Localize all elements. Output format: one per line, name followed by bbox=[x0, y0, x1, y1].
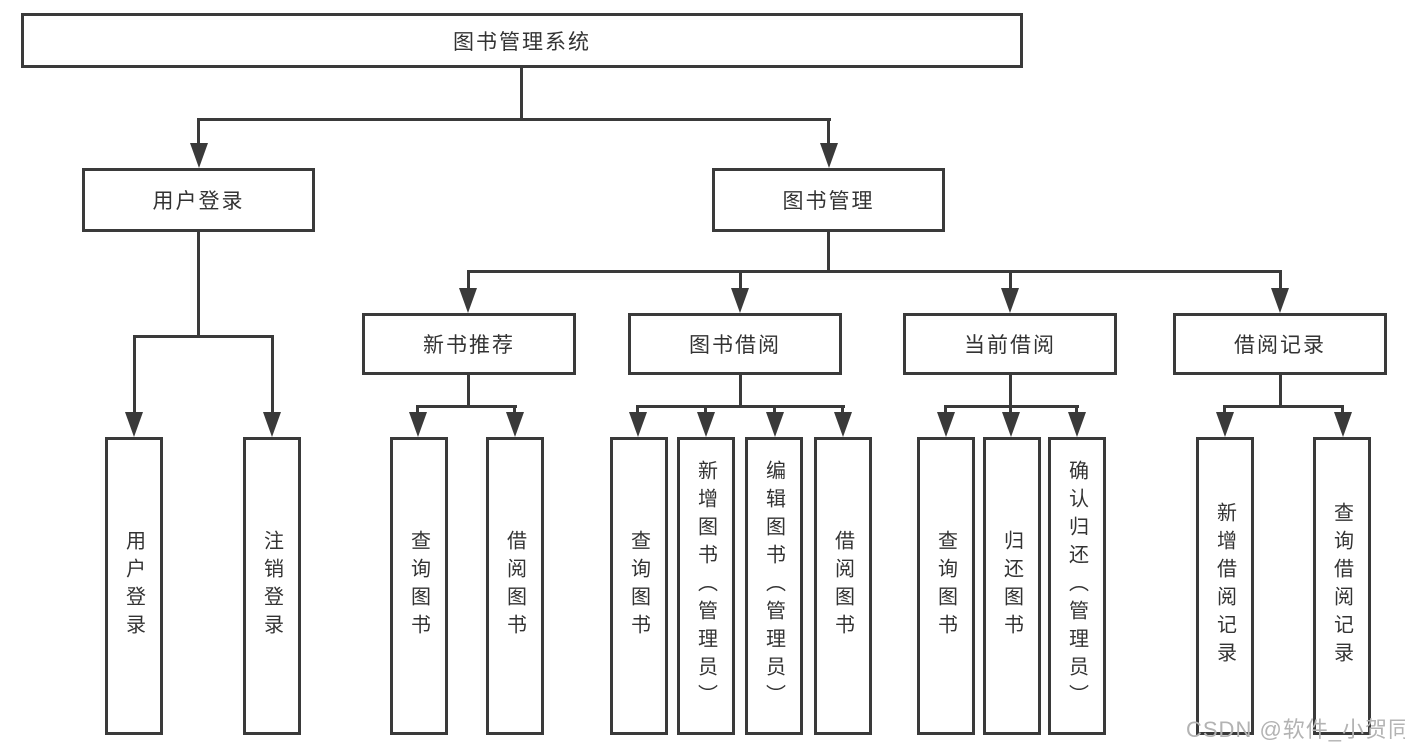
leaf-query-borrow-record: 查询借阅记录 bbox=[1313, 437, 1371, 735]
arrow-down-icon bbox=[263, 412, 281, 437]
arrow-down-icon bbox=[834, 412, 852, 437]
connector-line bbox=[1075, 405, 1078, 415]
connector-line bbox=[467, 270, 1282, 273]
arrow-down-icon bbox=[506, 412, 524, 437]
arrow-down-icon bbox=[190, 143, 208, 168]
connector-line bbox=[827, 118, 830, 150]
node-current-borrowing: 当前借阅 bbox=[903, 313, 1117, 375]
connector-line bbox=[945, 405, 1079, 408]
leaf-edit-book-admin: 编辑图书（管理员） bbox=[745, 437, 803, 735]
leaf-add-borrow-record: 新增借阅记录 bbox=[1196, 437, 1254, 735]
arrow-down-icon bbox=[937, 412, 955, 437]
arrow-down-icon bbox=[1216, 412, 1234, 437]
arrow-down-icon bbox=[125, 412, 143, 437]
connector-line bbox=[1009, 405, 1012, 415]
leaf-query-books-current: 查询图书 bbox=[917, 437, 975, 735]
leaf-borrow-books-borrowing: 借阅图书 bbox=[814, 437, 872, 735]
arrow-down-icon bbox=[731, 288, 749, 313]
node-borrowing-records: 借阅记录 bbox=[1173, 313, 1387, 375]
connector-line bbox=[520, 68, 523, 121]
node-user-login: 用户登录 bbox=[82, 168, 315, 232]
arrow-down-icon bbox=[1271, 288, 1289, 313]
arrow-down-icon bbox=[1334, 412, 1352, 437]
connector-line bbox=[1279, 375, 1282, 408]
connector-line bbox=[197, 232, 200, 338]
connector-line bbox=[1009, 270, 1012, 292]
arrow-down-icon bbox=[1002, 412, 1020, 437]
connector-line bbox=[827, 232, 830, 273]
watermark: CSDN @软件_小贺同学 bbox=[1186, 717, 1405, 742]
arrow-down-icon bbox=[766, 412, 784, 437]
node-new-book-recommend: 新书推荐 bbox=[362, 313, 576, 375]
connector-line bbox=[1009, 375, 1012, 408]
connector-line bbox=[467, 270, 470, 292]
leaf-borrow-books-recommend: 借阅图书 bbox=[486, 437, 544, 735]
connector-line bbox=[739, 270, 742, 292]
arrow-down-icon bbox=[459, 288, 477, 313]
arrow-down-icon bbox=[629, 412, 647, 437]
connector-line bbox=[467, 375, 470, 408]
arrow-down-icon bbox=[1068, 412, 1086, 437]
arrow-down-icon bbox=[820, 143, 838, 168]
leaf-user-login: 用户登录 bbox=[105, 437, 163, 735]
leaf-confirm-return-admin: 确认归还（管理员） bbox=[1048, 437, 1106, 735]
arrow-down-icon bbox=[1001, 288, 1019, 313]
arrow-down-icon bbox=[697, 412, 715, 437]
connector-line bbox=[133, 335, 136, 415]
connector-line bbox=[197, 118, 200, 150]
connector-line bbox=[704, 405, 707, 415]
connector-line bbox=[271, 335, 274, 415]
connector-line bbox=[739, 375, 742, 408]
connector-line bbox=[133, 335, 274, 338]
connector-line bbox=[773, 405, 776, 415]
connector-line bbox=[513, 405, 516, 415]
node-book-management: 图书管理 bbox=[712, 168, 945, 232]
connector-line bbox=[637, 405, 845, 408]
arrow-down-icon bbox=[409, 412, 427, 437]
leaf-query-books-recommend: 查询图书 bbox=[390, 437, 448, 735]
connector-line bbox=[1224, 405, 1344, 408]
connector-line bbox=[197, 118, 831, 121]
connector-line bbox=[841, 405, 844, 415]
leaf-return-books: 归还图书 bbox=[983, 437, 1041, 735]
node-book-borrowing: 图书借阅 bbox=[628, 313, 842, 375]
connector-line bbox=[417, 405, 517, 408]
connector-line bbox=[1279, 270, 1282, 292]
leaf-logout: 注销登录 bbox=[243, 437, 301, 735]
connector-line bbox=[1341, 405, 1344, 415]
connector-line bbox=[416, 405, 419, 415]
leaf-query-books-borrowing: 查询图书 bbox=[610, 437, 668, 735]
connector-line bbox=[636, 405, 639, 415]
connector-line bbox=[944, 405, 947, 415]
node-root-system: 图书管理系统 bbox=[21, 13, 1023, 68]
connector-line bbox=[1223, 405, 1226, 415]
leaf-add-book-admin: 新增图书（管理员） bbox=[677, 437, 735, 735]
